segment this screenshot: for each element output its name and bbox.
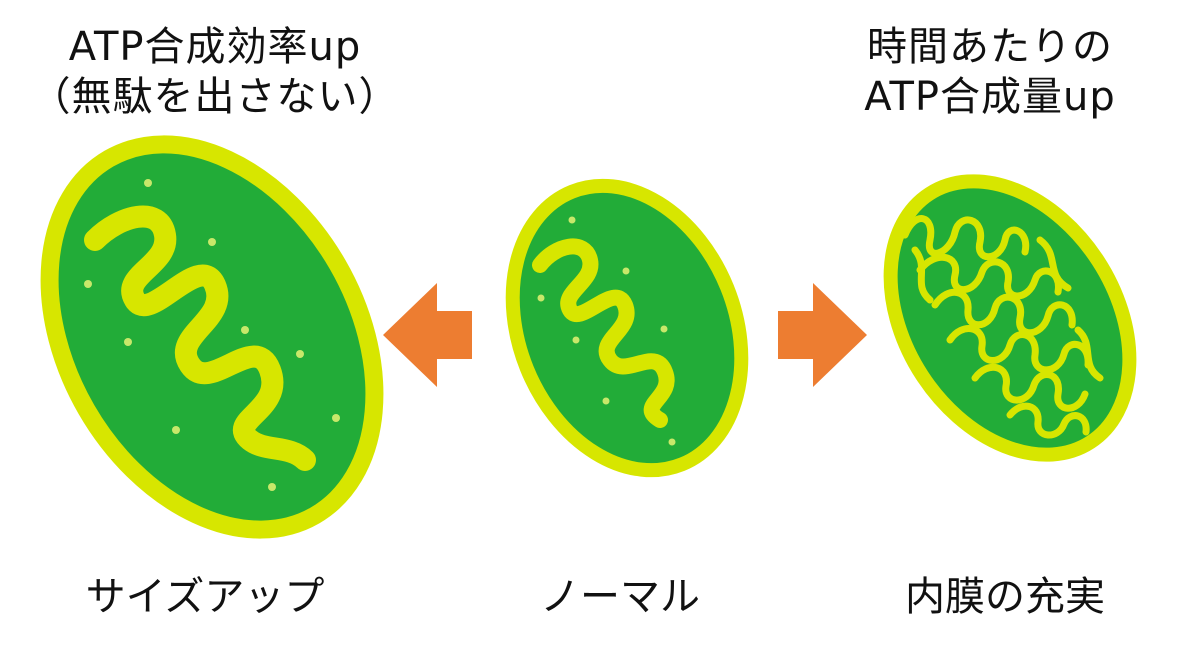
caption-inner-membrane: 内膜の充実 — [855, 572, 1155, 622]
outer-membrane — [841, 137, 1178, 500]
mitochondrion-large — [0, 86, 441, 588]
caption-normal: ノーマル — [470, 572, 770, 622]
outer-membrane — [0, 86, 441, 588]
caption-size-up: サイズアップ — [40, 572, 370, 622]
arrow-right-icon — [778, 283, 867, 387]
arrow-left-icon — [383, 283, 472, 387]
mitochondrion-normal — [472, 151, 782, 505]
mitochondrion-dense-cristae — [841, 137, 1178, 500]
